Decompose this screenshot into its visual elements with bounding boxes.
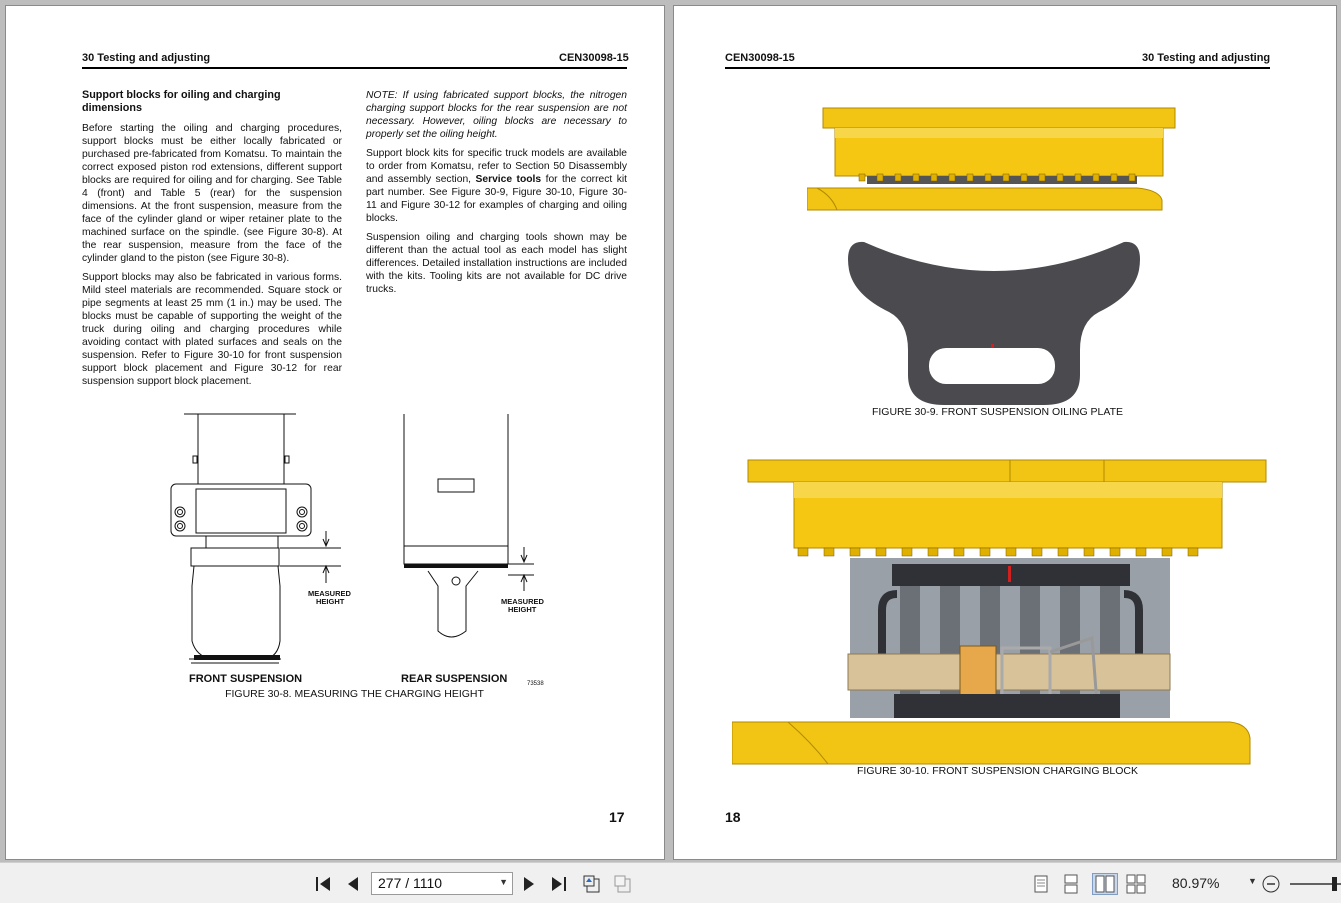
next-page-icon [524,877,534,891]
figure-30-8-drawing: MEASURED HEIGHT MEASURED HEIGHT FRONT SU… [170,413,545,687]
previous-page-icon [348,877,358,891]
section-title: Support blocks for oiling and charging d… [82,89,281,114]
two-page-continuous-icon [1126,874,1146,894]
paragraph: Before starting the oiling and charging … [82,123,342,264]
figure-code: 73538 [527,681,544,687]
previous-view-button[interactable] [581,873,603,895]
continuous-page-icon [1064,874,1078,894]
first-page-button[interactable] [312,873,334,895]
header-rule [725,67,1270,69]
zoom-out-button[interactable] [1260,873,1282,895]
page-17: 30 Testing and adjusting CEN30098-15 Sup… [5,5,665,860]
page-indicator-text: 277 / 1110 [378,875,443,891]
single-page-icon [1034,875,1048,893]
next-view-button[interactable] [612,873,634,895]
measured-height-label-rear: MEASURED [501,597,545,606]
last-page-icon [552,877,566,891]
figure-30-9-gland-render [807,107,1176,211]
page-18: CEN30098-15 30 Testing and adjusting FIG… [673,5,1337,860]
header-left: CEN30098-15 [725,52,795,64]
paragraph: Support block kits for specific truck mo… [366,147,627,225]
paragraph: Suspension oiling and charging tools sho… [366,232,627,295]
two-page-icon [1095,875,1115,893]
note-paragraph: NOTE: If using fabricated support blocks… [366,90,627,140]
header-left: 30 Testing and adjusting [82,52,211,64]
next-page-button[interactable] [518,873,540,895]
page-number: 17 [609,809,625,825]
previous-page-button[interactable] [342,873,364,895]
paragraph-text: Support block kits for specific truck mo… [366,148,627,185]
continuous-view-button[interactable] [1060,873,1082,895]
minus-icon [1262,875,1280,893]
single-page-view-button[interactable] [1030,873,1052,895]
zoom-level[interactable]: 80.97% [1172,875,1220,891]
text-column-2: NOTE: If using fabricated support blocks… [366,89,627,302]
header-right: 30 Testing and adjusting [1142,52,1271,64]
two-page-continuous-view-button[interactable] [1125,873,1147,895]
service-tools-link-text: Service tools [475,174,542,185]
figure-30-9-caption: FIGURE 30-9. FRONT SUSPENSION OILING PLA… [871,406,1124,418]
measured-height-label-front-2: HEIGHT [316,597,345,606]
zoom-slider[interactable] [1288,875,1341,893]
paragraph-text: for the correct kit part number. See Fig… [366,174,627,224]
measured-height-label-front: MEASURED [308,589,352,598]
next-view-icon [614,875,631,893]
figure-30-10-charging-block [732,459,1267,765]
paragraph: Support blocks may also be fabricated in… [82,272,342,387]
front-suspension-label: FRONT SUSPENSION [189,673,302,685]
two-page-view-button[interactable] [1092,873,1118,895]
zoom-slider-thumb[interactable] [1332,877,1337,891]
rear-suspension-label: REAR SUSPENSION [401,673,507,685]
figure-30-10-caption: FIGURE 30-10. FRONT SUSPENSION CHARGING … [856,765,1139,777]
page-number-input[interactable]: 277 / 1110 ▼ [371,872,513,895]
measured-height-label-rear-2: HEIGHT [508,605,537,614]
header-right: CEN30098-15 [559,52,629,64]
chevron-down-icon[interactable]: ▼ [1248,876,1257,886]
figure-30-9-oiling-plate [848,241,1140,405]
page-number: 18 [725,809,741,825]
first-page-icon [316,877,330,891]
header-rule [82,67,627,69]
bottom-toolbar: 277 / 1110 ▼ 80.97% ▼ [0,862,1341,903]
text-column-1: Support blocks for oiling and charging d… [82,89,342,394]
figure-30-8-caption: FIGURE 30-8. MEASURING THE CHARGING HEIG… [225,688,484,700]
chevron-down-icon[interactable]: ▼ [499,877,508,887]
previous-view-icon [583,875,600,893]
last-page-button[interactable] [548,873,570,895]
